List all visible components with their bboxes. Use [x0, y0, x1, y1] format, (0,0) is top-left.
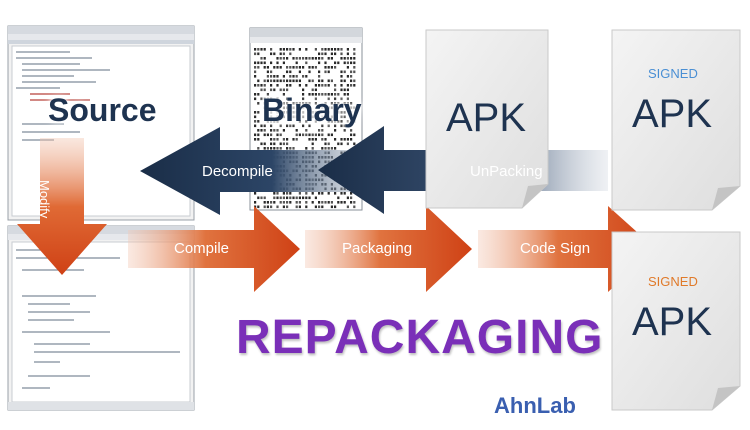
document-page-icon — [611, 29, 741, 211]
repackaging-title: REPACKAGING — [236, 311, 604, 364]
signed-apk-label-bottom: APK — [632, 300, 713, 344]
decompile-label: Decompile — [202, 163, 273, 180]
signed-label-top: SIGNED — [648, 66, 698, 81]
document-page-icon — [611, 231, 741, 411]
signed-label-bottom: SIGNED — [648, 274, 698, 289]
unpacking-label: UnPacking — [470, 163, 543, 180]
code-sign-label: Code Sign — [520, 240, 591, 257]
compile-arrow — [128, 206, 300, 292]
document-page-icon — [425, 29, 549, 209]
signed-apk-label-top: APK — [632, 92, 713, 136]
compile-label: Compile — [174, 240, 230, 257]
binary-label: Binary — [262, 92, 362, 128]
ahnlab-logo: AhnLab — [494, 393, 576, 418]
decompile-arrow — [140, 127, 380, 215]
packaging-label: Packaging — [342, 240, 413, 257]
packaging-arrow — [305, 206, 472, 292]
apk-label: APK — [446, 96, 527, 140]
source-label: Source — [48, 92, 157, 128]
modify-arrow — [17, 138, 107, 275]
modify-label: Modify — [37, 180, 52, 219]
